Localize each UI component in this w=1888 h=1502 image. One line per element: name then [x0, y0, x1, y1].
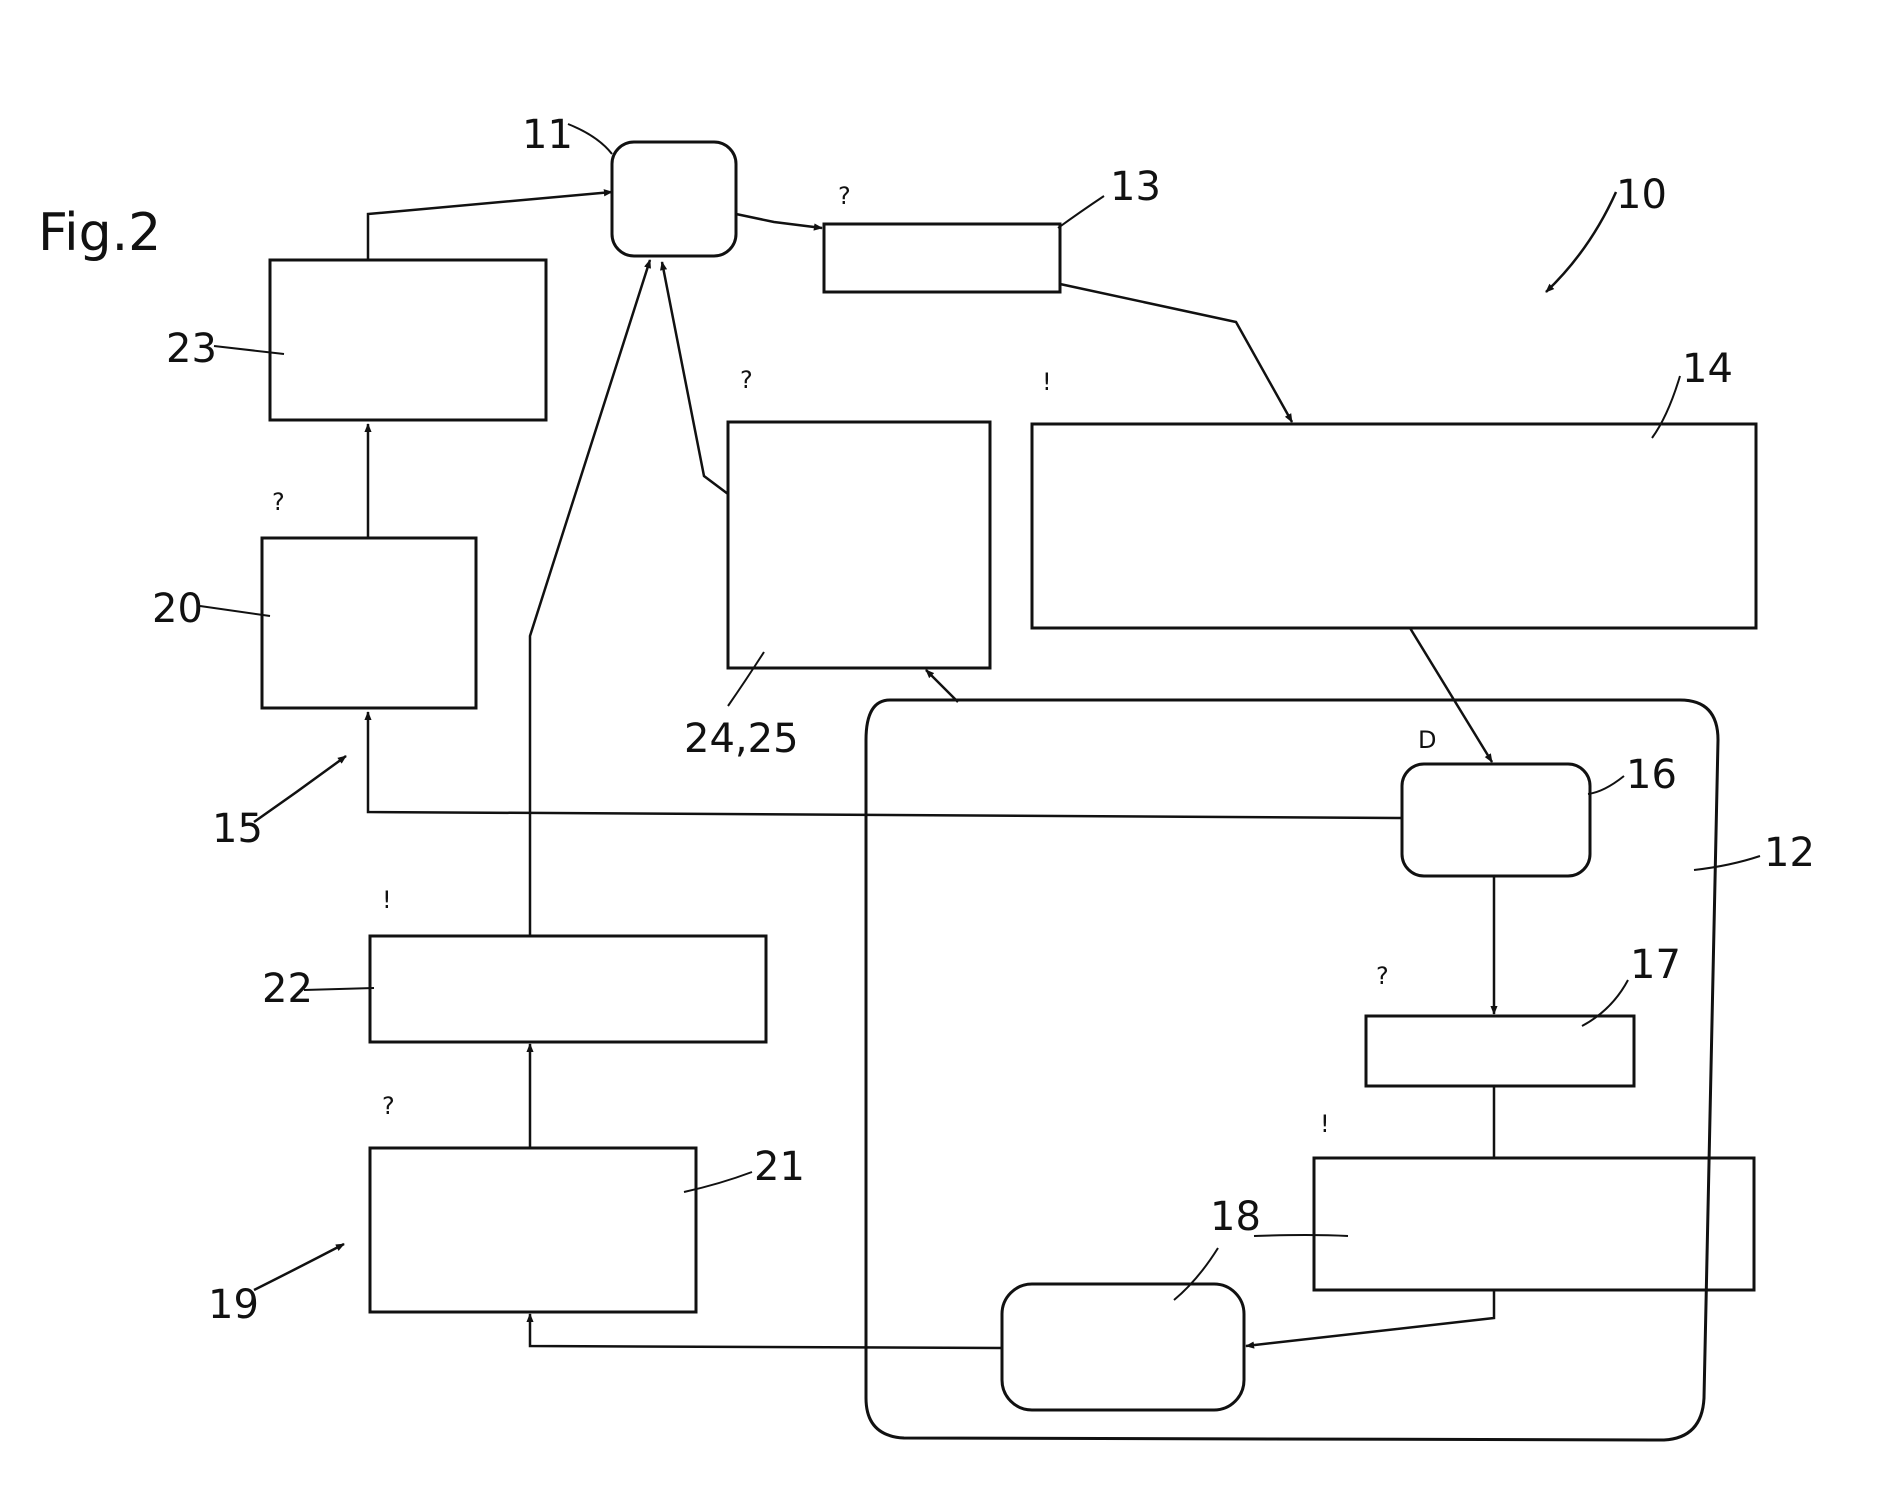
- mark-22: !: [382, 886, 392, 914]
- arrow-13-to-14: [1060, 284, 1292, 422]
- numeral-24-25: 24,25: [684, 716, 799, 762]
- pointer-10: [1546, 192, 1616, 292]
- arrow-12-to-24: [926, 670, 958, 702]
- pointer-19: [254, 1244, 344, 1290]
- numeral-14: 14: [1682, 346, 1733, 392]
- numeral-20: 20: [152, 586, 203, 632]
- mark-17: ?: [1376, 962, 1389, 990]
- block-11: [612, 142, 736, 256]
- leader-21: [684, 1172, 752, 1192]
- block-18-outer: [1314, 1158, 1754, 1290]
- numeral-11: 11: [522, 112, 573, 158]
- arrow-11-to-13: [736, 214, 822, 228]
- block-20: [262, 538, 476, 708]
- arrow-18-to-21: [530, 1314, 1002, 1348]
- numeral-18: 18: [1210, 1194, 1261, 1240]
- block-22: [370, 936, 766, 1042]
- leader-11: [568, 124, 612, 154]
- mark-18: !: [1320, 1110, 1330, 1138]
- leader-18-outer: [1254, 1235, 1348, 1236]
- numeral-10: 10: [1616, 172, 1667, 218]
- numeral-19: 19: [208, 1282, 259, 1328]
- block-18: [1002, 1284, 1244, 1410]
- block-24-25: [728, 422, 990, 668]
- arrow-18-outer-to-18: [1246, 1290, 1494, 1346]
- mark-20: ?: [272, 488, 285, 516]
- mark-24: ?: [740, 366, 753, 394]
- block-14: [1032, 424, 1756, 628]
- figure-title: Fig.2: [38, 203, 161, 263]
- pointer-15: [254, 756, 346, 822]
- numeral-15: 15: [212, 806, 263, 852]
- leader-12: [1694, 856, 1760, 870]
- numeral-12: 12: [1764, 830, 1815, 876]
- block-23: [270, 260, 546, 420]
- leader-22: [304, 988, 374, 990]
- leader-24-25: [728, 652, 764, 706]
- block-13: [824, 224, 1060, 292]
- arrow-16-to-20: [368, 712, 1402, 818]
- leader-20: [200, 606, 270, 616]
- numeral-17: 17: [1630, 942, 1681, 988]
- numeral-22: 22: [262, 966, 313, 1012]
- block-16: [1402, 764, 1590, 876]
- block-21: [370, 1148, 696, 1312]
- leader-23: [214, 346, 284, 354]
- mark-13: ?: [838, 182, 851, 210]
- numeral-23: 23: [166, 326, 217, 372]
- numeral-13: 13: [1110, 164, 1161, 210]
- numeral-21: 21: [754, 1144, 805, 1190]
- numeral-16: 16: [1626, 752, 1677, 798]
- arrow-22-to-11: [530, 260, 650, 936]
- leader-16: [1588, 776, 1624, 794]
- arrow-24-to-11: [662, 262, 728, 494]
- leader-18: [1174, 1248, 1218, 1300]
- mark-14: !: [1042, 368, 1052, 396]
- leader-14: [1652, 376, 1680, 438]
- mark-16: D: [1418, 726, 1436, 754]
- leader-17: [1582, 980, 1628, 1026]
- block-17: [1366, 1016, 1634, 1086]
- arrow-23-to-11: [368, 192, 612, 260]
- mark-21: ?: [382, 1092, 395, 1120]
- leader-13: [1058, 196, 1104, 228]
